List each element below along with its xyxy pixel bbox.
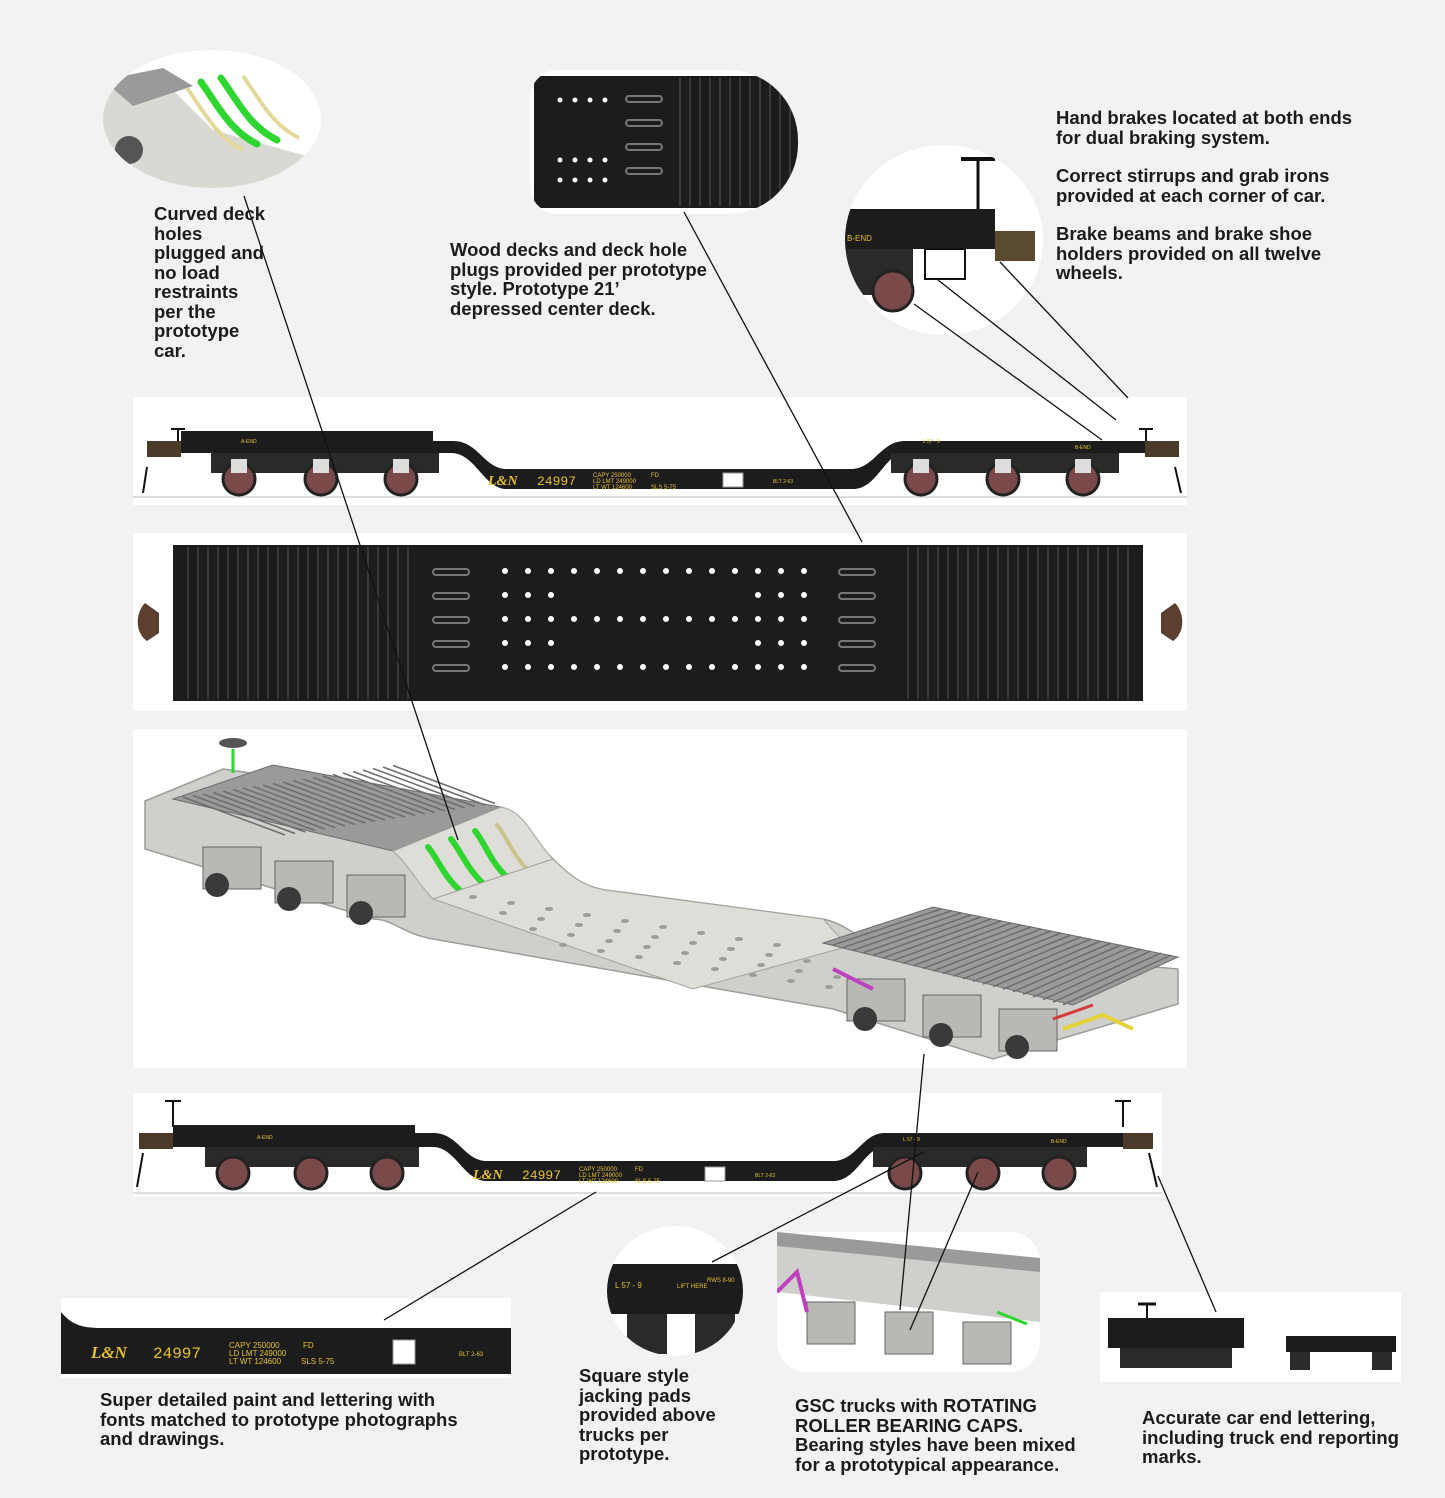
side-top-car-number: 24997 (537, 474, 576, 489)
wood-deck-text: Wood decks and deck hole plugs provided … (450, 239, 707, 319)
jacking-text: Square style jacking pads provided above… (579, 1365, 716, 1464)
side-top-a-end: A-END (241, 439, 257, 445)
wood-deck-detail-inset (530, 70, 798, 214)
side-bottom-road-name: L&N (472, 1168, 503, 1183)
car-end-text: Accurate car end lettering, including tr… (1142, 1407, 1399, 1467)
side-view-top-drawing: L&N 24997 CAPY 250000 LD LMT 249000 LT W… (133, 428, 1187, 498)
side-top-ltwt: LT WT 124600 (593, 485, 633, 491)
paint-inset-car-number: 24997 (153, 1345, 201, 1363)
side-bottom-sls: SLS 5-75 (635, 1179, 661, 1185)
curved-deck-text: Curved deck holes plugged and no load re… (154, 203, 266, 361)
paint-lettering-inset: L&N 24997 CAPY 250000 LD LMT 249000 LT W… (61, 1298, 511, 1378)
jacking-pad-detail-circle: L 57 - 9 LIFT HERE RWS 8-90 (607, 1226, 743, 1356)
curved-deck-detail-circle (103, 50, 321, 188)
side-top-ldlmt: LD LMT 249000 (593, 479, 637, 485)
stirrups-text: Correct stirrups and grab irons provided… (1056, 165, 1330, 206)
car-end-note: Accurate car end lettering, including tr… (1142, 1408, 1412, 1467)
side-bottom-l57: L 57 - 9 (903, 1137, 920, 1143)
side-top-b-end: B-END (1075, 445, 1091, 451)
side-top-road-name: L&N (487, 474, 518, 489)
gsc-title-text: GSC trucks with ROTATING ROLLER BEARING … (795, 1395, 1037, 1436)
side-bottom-car-number: 24997 (522, 1168, 561, 1183)
gsc-body-text: Bearing styles have been mixed for a pro… (795, 1434, 1076, 1475)
side-bottom-ltwt: LT WT 124600 (579, 1179, 619, 1185)
top-view-drawing (137, 545, 1183, 701)
car-end-detail-inset (1100, 1292, 1401, 1382)
paint-inset-fd: FD (303, 1341, 314, 1350)
side-top-blt: BLT 2-63 (773, 479, 793, 485)
side-top-sls: SLS 5-75 (651, 485, 677, 491)
isometric-car-drawing (144, 738, 1180, 1060)
curved-deck-note: Curved deck holes plugged and no load re… (154, 204, 266, 360)
side-bottom-b-end: B-END (1051, 1139, 1067, 1145)
side-view-top-panel: L&N 24997 CAPY 250000 LD LMT 249000 LT W… (133, 397, 1187, 505)
jacking-circle-lift: LIFT HERE (677, 1284, 708, 1290)
side-top-capy: CAPY 250000 (593, 473, 632, 479)
jacking-note: Square style jacking pads provided above… (579, 1366, 731, 1464)
side-bottom-blt: BLT 2-63 (755, 1173, 775, 1179)
paint-inset-road-name: L&N (90, 1343, 128, 1362)
side-bottom-capy: CAPY 250000 (579, 1167, 618, 1173)
top-view-panel (133, 533, 1187, 711)
side-view-bottom-drawing: L&N 24997 CAPY 250000 LD LMT 249000 LT W… (133, 1100, 1162, 1194)
side-top-fd: FD (651, 473, 660, 479)
paint-inset-ldlmt: LD LMT 249000 (229, 1349, 287, 1358)
side-bottom-a-end: A-END (257, 1135, 273, 1141)
hand-brakes-text: Hand brakes located at both ends for dua… (1056, 107, 1353, 148)
side-bottom-fd: FD (635, 1167, 644, 1173)
brake-beams-text: Brake beams and brake shoe holders provi… (1056, 223, 1322, 283)
brake-circle-b-end: B-END (847, 234, 872, 243)
side-view-bottom-panel: L&N 24997 CAPY 250000 LD LMT 249000 LT W… (133, 1093, 1162, 1197)
hand-brake-detail-circle: B-END (845, 145, 1043, 335)
paint-inset-sls: SLS 5-75 (301, 1357, 335, 1366)
paint-inset-capy: CAPY 250000 (229, 1341, 280, 1350)
side-top-l57: L 57 - 9 (923, 439, 940, 445)
paint-text: Super detailed paint and lettering with … (100, 1389, 458, 1449)
jacking-circle-rws: RWS 8-90 (707, 1278, 735, 1284)
side-bottom-ldlmt: LD LMT 249000 (579, 1173, 623, 1179)
isometric-view-panel (133, 729, 1187, 1068)
paint-note: Super detailed paint and lettering with … (100, 1390, 470, 1449)
gsc-truck-detail-inset (777, 1232, 1040, 1372)
wood-deck-note: Wood decks and deck hole plugs provided … (450, 240, 712, 318)
brakes-note: Hand brakes located at both ends for dua… (1056, 108, 1356, 302)
gsc-note: GSC trucks with ROTATING ROLLER BEARING … (795, 1396, 1085, 1474)
jacking-circle-l57: L 57 - 9 (615, 1281, 642, 1290)
paint-inset-ltwt: LT WT 124600 (229, 1357, 282, 1366)
paint-inset-blt: BLT 2-63 (459, 1352, 484, 1358)
